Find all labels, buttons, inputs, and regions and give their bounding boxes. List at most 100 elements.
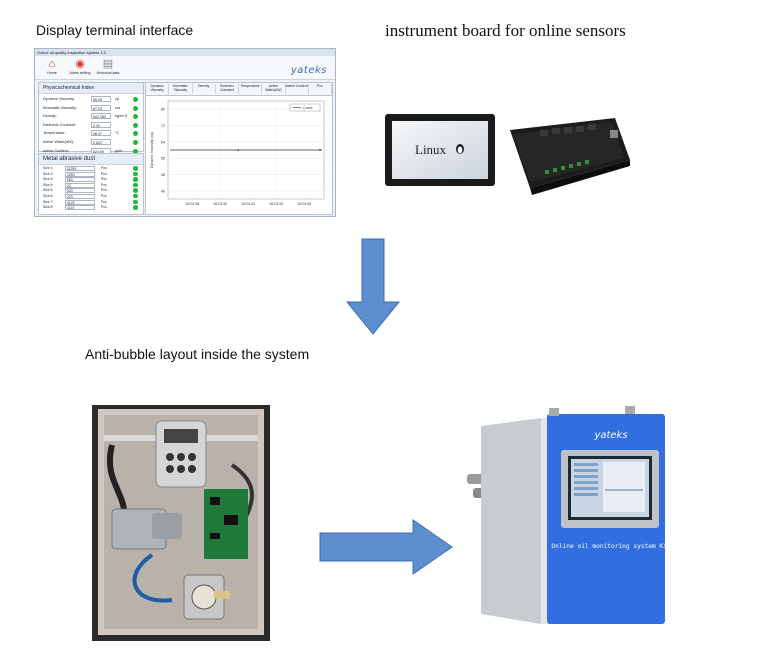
series-point [319,149,321,151]
row-label: Dynamic Viscosity: [43,97,75,101]
toolbar-home-button[interactable]: ⌂ Home [39,58,65,78]
y-tick-label: 56 [161,157,165,161]
row-unit: Pcs [101,177,107,182]
status-led-icon [133,148,138,154]
status-led-icon [133,199,138,205]
chart-tab[interactable]: Pcs [309,84,332,94]
caption-instrument-board: instrument board for online sensors [385,21,626,40]
chart-tab[interactable]: Kinematic Viscosity [169,84,193,94]
toolbar-alarm-label: Alarm setting [69,71,91,75]
chart-tab[interactable]: Dynamic Viscosity [146,84,170,94]
row-label: Size 7: [43,199,54,204]
row-label: Size 2: [43,171,54,176]
status-led-icon [133,139,138,145]
row-value-field: 38.37 [91,130,111,137]
chart-tab[interactable]: Active Content [286,84,309,94]
row-unit: Pcs [101,182,107,187]
status-led-icon [133,205,138,210]
row-label: Active Water(AW): [43,139,74,144]
right-arrow [319,519,453,575]
chart-tab[interactable]: Density [193,84,216,94]
row-value-field: 2.32 [91,121,111,128]
row-label: Size 8: [43,205,54,210]
row-unit: °C [115,131,120,136]
terminal-brand-logo: yateks [290,65,327,76]
row-label: Size 4: [43,182,54,187]
row-label: Size 5: [43,188,54,193]
row-label: Temperature: [43,131,66,136]
row-label: Density: [43,114,57,119]
y-tick-label: 48 [161,173,165,177]
row-label: Active Content: [43,148,69,153]
home-icon: ⌂ [48,58,56,70]
toolbar-history-label: Historical data [96,71,120,75]
display-terminal-screenshot: Online oil quality inspection system 1.0… [34,48,336,217]
instrument-board-photo: Linux [385,114,630,195]
row-unit: cst [115,105,120,110]
y-tick-label: 72 [161,124,165,128]
linux-logo-text: Linux [415,142,447,157]
status-led-icon [133,97,138,102]
chart-tab[interactable]: Dielectric Constant [216,84,239,94]
abrasive-row: Size 8: 1123 Pcs [39,205,143,211]
y-tick-label: 80 [161,108,165,112]
row-value-field: 23 [65,182,95,188]
down-arrow [345,238,401,335]
x-tick-label: 18:24:38 [185,202,199,206]
abrasive-row: Size 4: 23 Pcs [39,182,143,189]
monitoring-cabinet: yateks Online oil monitoring system Kit [467,406,671,624]
row-unit: Pcs [101,188,107,193]
physicochemical-row: Temperature: 38.37 °C [39,130,143,139]
history-icon: ▤ [102,58,114,70]
chart-legend [289,103,321,112]
y-tick-label: 40 [161,190,165,194]
row-value-field: 4123 [65,199,95,205]
row-label: Dielectric Constant: [43,122,76,127]
row-value-field: 67.23 [91,104,111,111]
toolbar-history-button[interactable]: ▤ Historical data [95,58,121,78]
row-value-field: 55.09 [91,96,111,102]
x-tick-label: 18:24:40 [213,202,227,206]
row-value-field: 11253 [65,166,95,171]
y-axis-label: Dynamic Viscosity (cp) [150,132,154,168]
status-led-icon [133,193,138,199]
caption-display-terminal: Display terminal interface [36,22,194,38]
series-point [237,149,240,151]
row-unit: Pcs [101,166,107,170]
cabinet-label: Online oil monitoring system Kit [551,543,670,550]
row-label: Size 1: [43,166,54,170]
row-value-field: 223 [65,193,95,199]
physicochemical-panel: Physicochemical Index Dynamic Viscosity:… [38,82,144,154]
abrasive-row: Size 1: 11253 Pcs [39,166,143,172]
row-value-field: 1123 [65,205,95,211]
legend-label: Curve [303,106,313,110]
sensor-display-unit [155,420,207,488]
row-unit: cp [115,97,120,101]
toolbar-alarm-button[interactable]: ◉ Alarm setting [67,58,93,78]
row-label: Size 3: [43,177,54,182]
status-led-icon [133,122,138,128]
touch-panel: Linux [385,114,495,186]
chart-tab[interactable]: Active Water(AW) [262,84,286,94]
caption-anti-bubble: Anti-bubble layout inside the system [85,346,310,362]
terminal-toolbar: ⌂ Home ◉ Alarm setting ▤ Historical data… [35,56,335,80]
physicochemical-title: Physicochemical Index [39,83,143,94]
cabinet-brand-logo: yateks [593,430,627,441]
row-unit: Pcs [101,171,107,176]
x-tick-label: 18:24:42 [241,202,255,206]
physicochemical-row: Dynamic Viscosity: 55.09 cp [39,96,143,105]
y-tick-label: 64 [161,140,165,144]
chart-tab[interactable]: Temperature [239,84,263,94]
row-value-field: 923 [65,188,95,194]
row-unit: Pcs [101,205,107,210]
physicochemical-row: Active Water(AW):0.622 [39,138,143,148]
status-led-icon [133,114,138,120]
row-unit: ppm [115,148,123,153]
